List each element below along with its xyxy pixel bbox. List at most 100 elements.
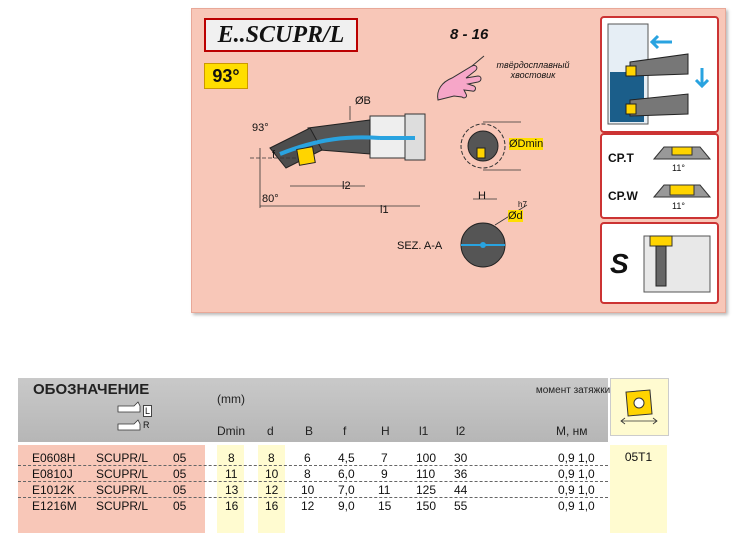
designation-column-bg [18, 445, 205, 533]
table-body: E0608H SCUPR/L 05 8 8 6 4,5 7 100 30 0,9… [18, 451, 608, 531]
insert-code: 05T1 [624, 450, 653, 464]
row-type: SCUPR/L [96, 499, 149, 513]
row-insert: 05 [173, 483, 187, 497]
row-b: 8 [304, 467, 311, 481]
chipbreaker-card: CP.T CP.W 11° 11° [600, 133, 719, 219]
chipbreaker-profiles [652, 146, 712, 198]
clamping-s-letter: S [610, 248, 629, 279]
label-l2: l2 [342, 180, 351, 192]
col-header-dmin: Dmin [217, 424, 246, 438]
row-b: 10 [301, 483, 315, 497]
cp-w-label: CP.W [608, 189, 638, 203]
row-f: 4,5 [338, 451, 355, 465]
mounting-diagram [607, 23, 710, 125]
row-l1: 125 [416, 483, 437, 497]
row-b: 12 [301, 499, 315, 513]
row-dmin: 11 [225, 467, 238, 481]
col-header-l1: l1 [419, 424, 429, 438]
row-l2: 36 [454, 467, 468, 481]
row-h: 7 [381, 451, 388, 465]
clamping-system-card: S [600, 222, 719, 304]
row-code: E1012K [32, 483, 75, 497]
row-f: 7,0 [338, 483, 355, 497]
row-l1: 110 [416, 467, 436, 481]
row-torque: 0,9 1,0 [558, 499, 595, 513]
row-type: SCUPR/L [96, 451, 149, 465]
tool-code-title: E..SCUPR/L [204, 18, 358, 52]
label-f: f [272, 149, 276, 161]
table-row: E1216M SCUPR/L 05 16 16 12 9,0 15 150 55… [18, 499, 608, 513]
label-h7: h7 [518, 200, 527, 209]
cp-t-label: CP.T [608, 151, 634, 165]
row-code: E1216M [32, 499, 77, 513]
table-row: E0608H SCUPR/L 05 8 8 6 4,5 7 100 30 0,9… [18, 451, 608, 466]
row-l1: 150 [416, 499, 437, 513]
col-header-l2: l2 [456, 424, 466, 438]
label-section: SEZ. A-A [397, 240, 443, 252]
row-code: E0810J [32, 467, 73, 481]
cp-t-angle: 11° [672, 163, 685, 173]
row-insert: 05 [173, 499, 187, 513]
row-l1: 100 [416, 451, 437, 465]
row-type: SCUPR/L [96, 483, 149, 497]
row-insert: 05 [173, 467, 187, 481]
d-column-highlight [258, 445, 285, 533]
row-dmin: 13 [225, 483, 239, 497]
carbide-shank-note: твёрдосплавный хвостовик [496, 60, 570, 80]
square-insert-icon [620, 389, 658, 425]
col-header-b: B [305, 424, 314, 438]
designation-heading: ОБОЗНАЧЕНИЕ [33, 381, 150, 398]
insert-icon-box [610, 378, 669, 436]
hand-r-label: R [143, 420, 150, 430]
row-d: 10 [265, 467, 279, 481]
row-torque: 0,9 1,0 [558, 451, 595, 465]
col-header-h: H [381, 424, 390, 438]
row-l2: 44 [454, 483, 468, 497]
row-l2: 55 [454, 499, 468, 513]
mounting-diagram-card [600, 16, 719, 133]
col-header-d: d [267, 424, 274, 438]
unit-label: (mm) [217, 392, 245, 406]
col-header-f: f [343, 424, 347, 438]
row-l2: 30 [454, 451, 468, 465]
table-row: E0810J SCUPR/L 05 11 10 8 6,0 9 110 36 0… [18, 467, 608, 482]
left-right-hand-icon [117, 401, 141, 431]
row-dmin: 16 [225, 499, 239, 513]
label-l1: l1 [380, 204, 389, 216]
col-header-torque: M, нм [556, 424, 588, 438]
label-h: H [478, 190, 486, 202]
label-dmin: ØDmin [509, 138, 544, 150]
pointing-hand-icon [437, 55, 485, 101]
row-code: E0608H [32, 451, 76, 465]
row-f: 9,0 [338, 499, 355, 513]
row-d: 16 [265, 499, 279, 513]
label-angle-80: 80° [262, 193, 279, 205]
row-d: 8 [268, 451, 275, 465]
section-drawing [460, 198, 528, 268]
screw-clamp-diagram [643, 235, 711, 293]
insert-column [610, 445, 667, 533]
row-torque: 0,9 1,0 [558, 467, 595, 481]
row-d: 12 [265, 483, 279, 497]
row-insert: 05 [173, 451, 187, 465]
boring-bar-drawing [250, 106, 426, 208]
row-dmin: 8 [228, 451, 235, 465]
table-row: E1012K SCUPR/L 05 13 12 10 7,0 11 125 44… [18, 483, 608, 498]
row-torque: 0,9 1,0 [558, 483, 595, 497]
row-f: 6,0 [338, 467, 355, 481]
torque-label: момент затяжки [535, 385, 611, 396]
row-h: 9 [381, 467, 388, 481]
end-view-drawing [460, 121, 521, 171]
size-range: 8 - 16 [450, 26, 489, 43]
table-header-bar [18, 378, 608, 442]
angle-badge: 93° [204, 63, 248, 89]
label-angle-93: 93° [252, 122, 269, 134]
row-h: 11 [378, 483, 391, 497]
row-b: 6 [304, 451, 311, 465]
hand-l-label: L [143, 405, 153, 417]
row-h: 15 [378, 499, 392, 513]
cp-w-angle: 11° [672, 201, 685, 211]
label-d: Ød [508, 210, 523, 222]
label-diameter-b: ØB [355, 95, 371, 107]
row-type: SCUPR/L [96, 467, 149, 481]
